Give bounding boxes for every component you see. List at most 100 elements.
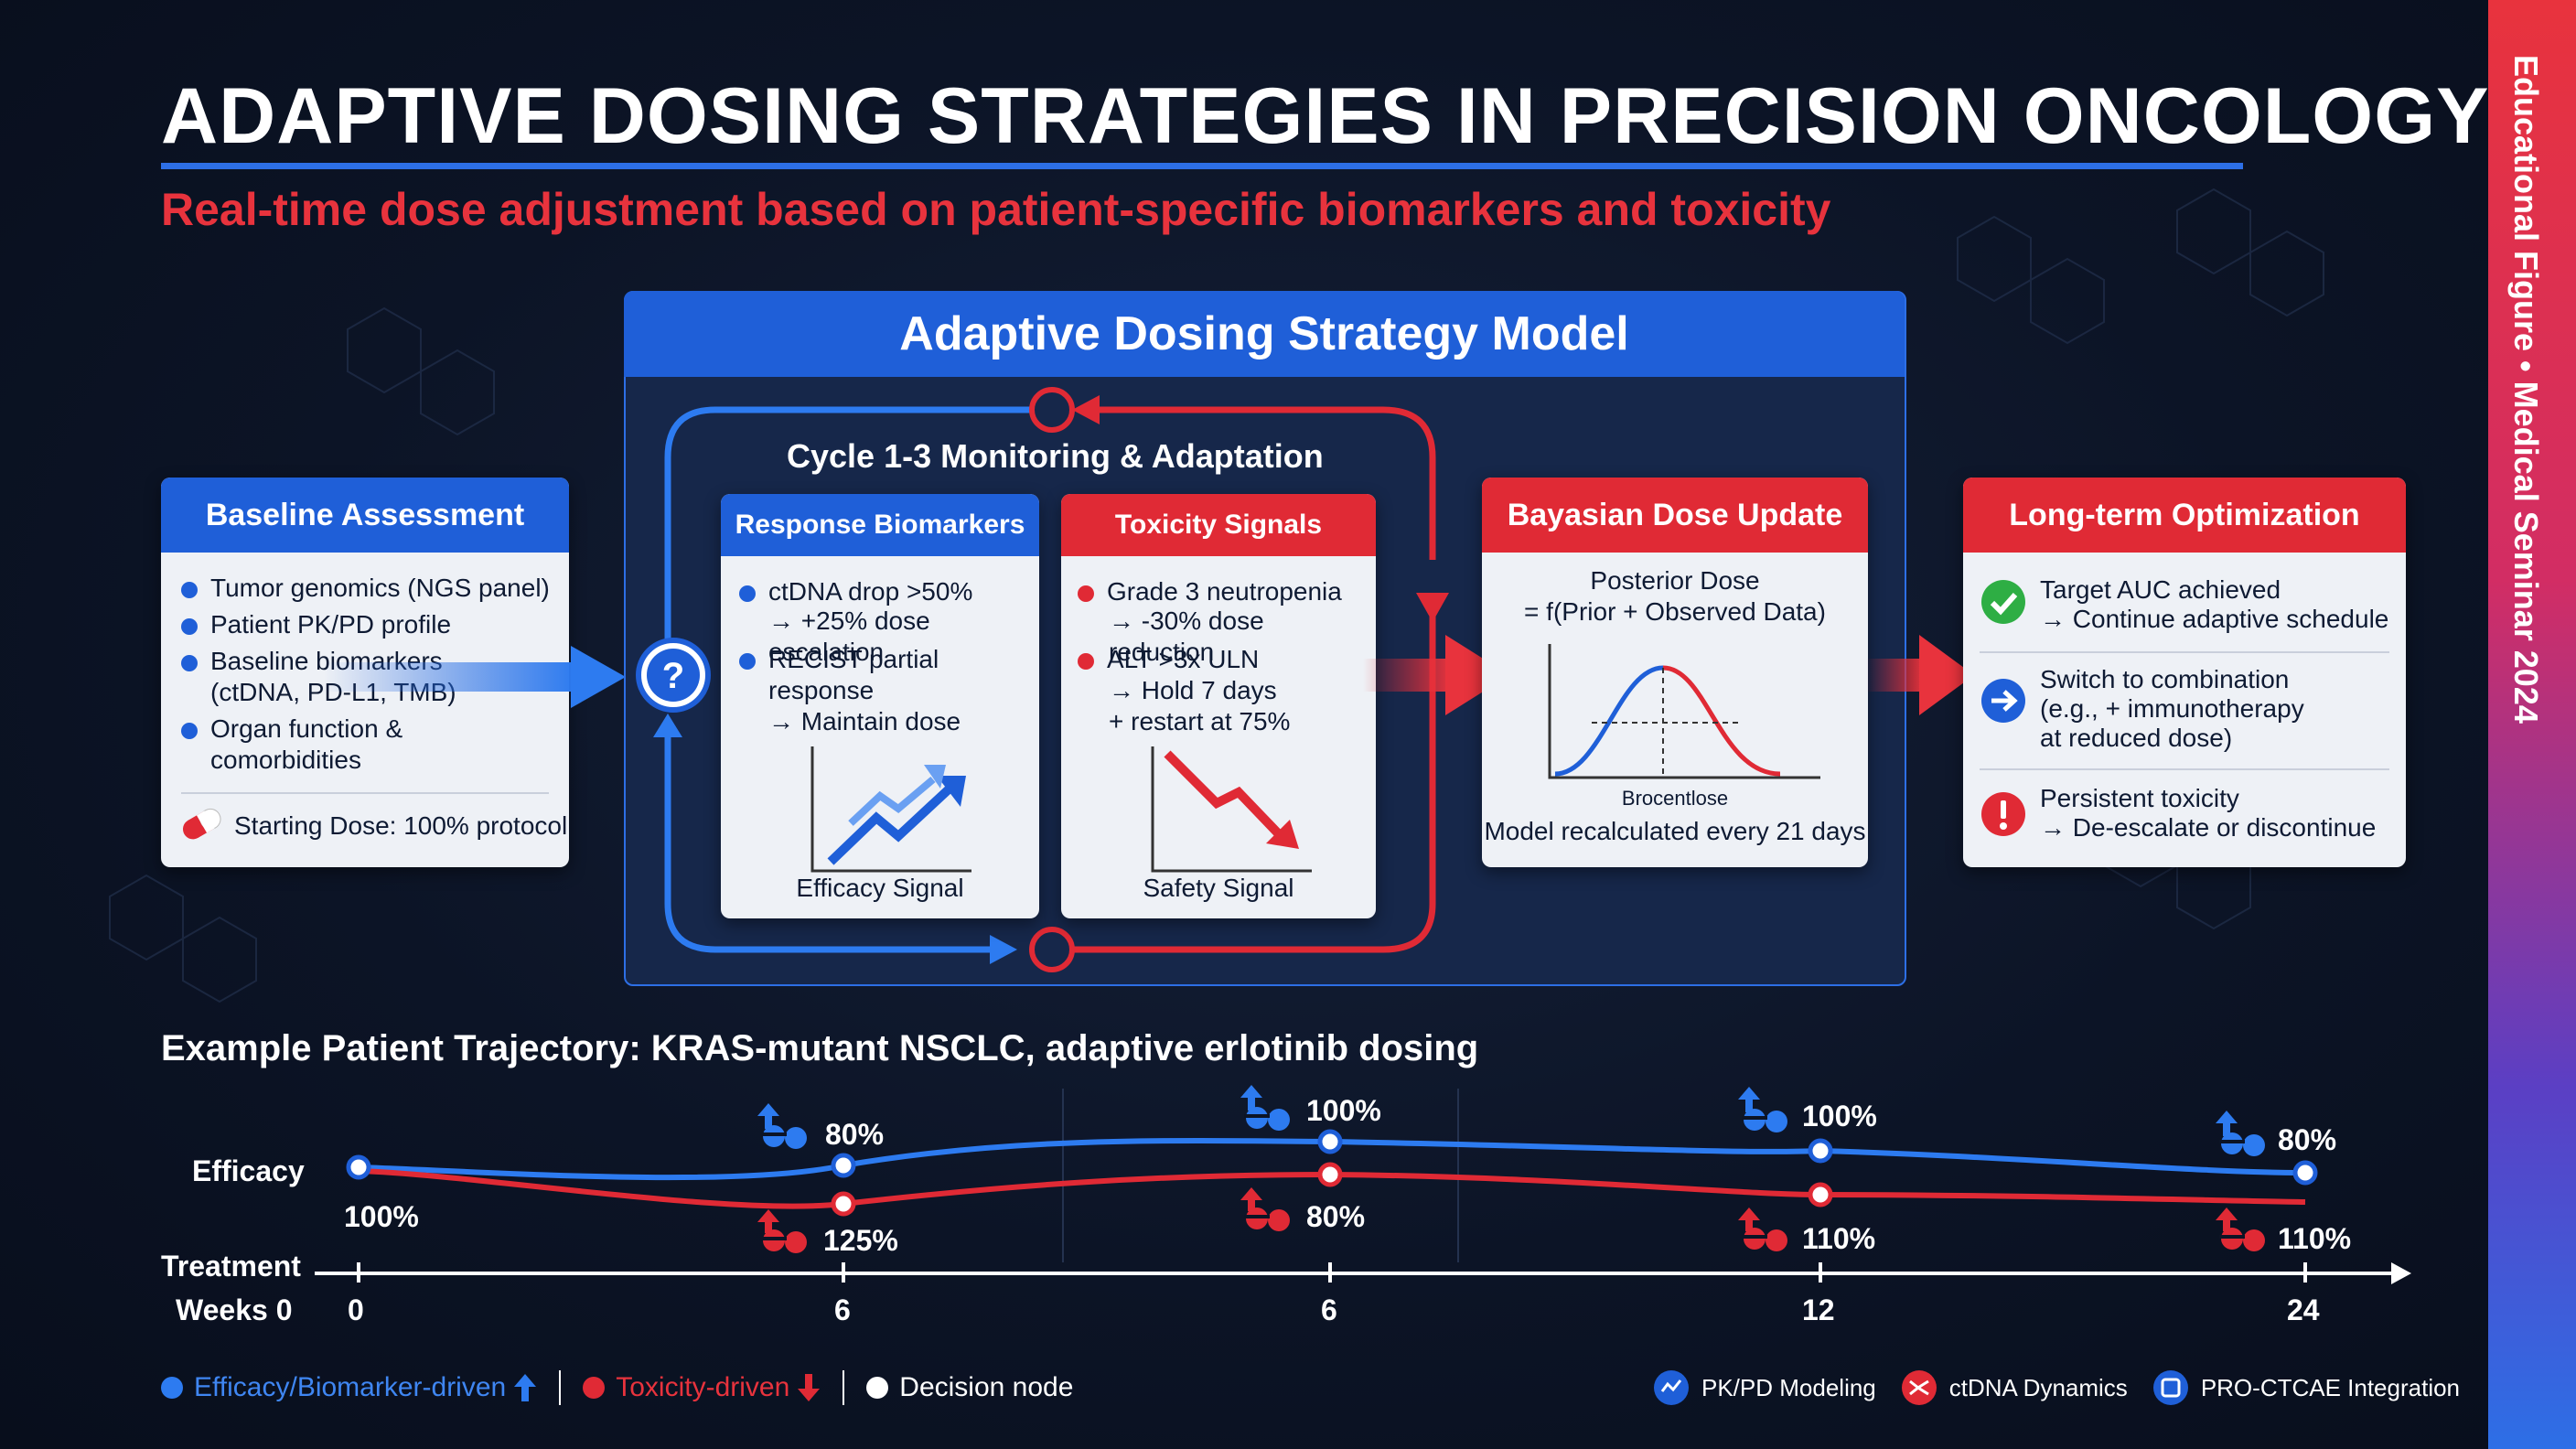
response-line: RECIST partial <box>768 645 939 673</box>
toxicity-card-title: Toxicity Signals <box>1061 494 1376 556</box>
decision-legend-dot <box>866 1377 889 1399</box>
bayes-line: Posterior Dose <box>1590 566 1760 595</box>
bullet-icon <box>1078 652 1094 670</box>
flow-arrow <box>1866 635 1974 715</box>
efficacy-legend-dot <box>161 1377 183 1399</box>
response-line: → +25% dose escalation <box>768 606 930 666</box>
toxicity-dose-label: 125% <box>823 1224 898 1257</box>
response-line: → Maintain dose <box>768 707 961 735</box>
longterm-line: Persistent toxicity <box>2040 784 2239 812</box>
bayes-note: Model recalculated every 21 days <box>1484 817 1866 845</box>
ctdna-dynamics-icon <box>1901 1370 1937 1405</box>
week-tick-label: 6 <box>1321 1293 1337 1326</box>
efficacy-dose-label: 100% <box>344 1200 419 1233</box>
toxicity-legend-dot <box>583 1377 606 1399</box>
longterm-line: → Continue adaptive schedule <box>2040 605 2389 633</box>
efficacy-trend-icon <box>810 746 971 873</box>
legend-separator <box>843 1370 845 1405</box>
pro-ctcae-icon <box>2152 1370 2188 1405</box>
question-icon: ? <box>636 638 711 713</box>
toxicity-line: ALT >3x ULN <box>1107 645 1260 673</box>
bayes-card-title: Bayasian Dose Update <box>1482 478 1868 553</box>
trajectory-plot <box>315 1089 2411 1284</box>
toxicity-dose-label: 110% <box>1802 1222 1876 1255</box>
page-subtitle: Real-time dose adjustment based on patie… <box>161 184 1831 235</box>
baseline-item: Patient PK/PD profile <box>210 610 452 639</box>
arrow-down-icon <box>798 1374 821 1401</box>
dose-down-icon <box>2216 1208 2265 1251</box>
baseline-item: comorbidities <box>210 746 361 774</box>
bullet-icon <box>181 617 198 635</box>
response-card: Response Biomarkers ctDNA drop >50% → +2… <box>721 494 1039 918</box>
toxicity-card: Toxicity Signals Grade 3 neutropenia → -… <box>1061 494 1376 918</box>
toxicity-line: + restart at 75% <box>1109 707 1291 735</box>
tool-label: PK/PD Modeling <box>1701 1373 1876 1401</box>
legend: Efficacy/Biomarker-driven Toxicity-drive… <box>161 1370 1073 1405</box>
toxicity-dose-label: 80% <box>1306 1200 1366 1233</box>
dose-up-icon <box>2216 1111 2265 1156</box>
toxicity-dose-label: 110% <box>2278 1222 2352 1255</box>
baseline-card-title: Baseline Assessment <box>161 478 569 553</box>
bullet-icon <box>181 722 198 739</box>
bayes-card: Bayasian Dose Update Posterior Dose = f(… <box>1482 478 1868 867</box>
efficacy-dose-label: 100% <box>1306 1094 1381 1127</box>
page-title: ADAPTIVE DOSING STRATEGIES IN PRECISION … <box>161 72 2490 160</box>
efficacy-dose-label: 80% <box>825 1118 885 1151</box>
bullet-icon <box>1078 585 1094 602</box>
side-band <box>2488 0 2576 1449</box>
longterm-line: at reduced dose) <box>2040 724 2233 752</box>
side-label: Educational Figure • Medical Seminar 202… <box>2507 55 2545 724</box>
longterm-line: (e.g., + immunotherapy <box>2040 694 2304 723</box>
divider <box>1980 651 2389 653</box>
decision-node <box>1029 927 1075 972</box>
alert-icon <box>1981 792 2025 836</box>
tool-label: ctDNA Dynamics <box>1948 1373 2128 1401</box>
response-line: ctDNA drop >50% <box>768 577 973 606</box>
dose-up-icon <box>1738 1087 1787 1132</box>
dose-down-icon <box>1738 1208 1787 1251</box>
longterm-card-title: Long-term Optimization <box>1963 478 2406 553</box>
arrow-right-icon <box>1981 679 2025 723</box>
baseline-item: Tumor genomics (NGS panel) <box>210 574 550 602</box>
weeks-row-label: Weeks 0 <box>176 1293 293 1326</box>
model-title: Adaptive Dosing Strategy Model <box>624 291 1905 377</box>
week-tick-label: 24 <box>2287 1293 2320 1326</box>
bullet-icon <box>739 585 756 602</box>
divider <box>181 792 549 794</box>
longterm-line: Switch to combination <box>2040 665 2290 693</box>
flow-arrow <box>324 646 626 708</box>
dose-up-icon <box>1240 1085 1290 1131</box>
tools-legend: PK/PD Modeling ctDNA Dynamics PRO-CTCAE … <box>1652 1368 2460 1407</box>
efficacy-row-label: Efficacy <box>192 1154 305 1187</box>
title-underline <box>161 163 2243 169</box>
dose-down-icon <box>757 1209 807 1253</box>
legend-decision: Decision node <box>899 1372 1074 1402</box>
toxicity-line: Grade 3 neutropenia <box>1107 577 1342 606</box>
cycle-loop <box>653 387 1449 972</box>
response-line: response <box>768 676 875 704</box>
divider <box>1980 768 2389 770</box>
longterm-card: Long-term Optimization Target AUC achiev… <box>1963 478 2406 867</box>
legend-efficacy: Efficacy/Biomarker-driven <box>194 1372 507 1402</box>
week-tick-label: 0 <box>348 1293 364 1326</box>
longterm-line: → De-escalate or discontinue <box>2040 813 2377 842</box>
week-tick-label: 12 <box>1802 1293 1835 1326</box>
posterior-distribution-curve <box>1548 644 1820 779</box>
week-tick-label: 6 <box>834 1293 851 1326</box>
efficacy-dose-label: 100% <box>1802 1100 1877 1132</box>
toxicity-line: → -30% dose reduction <box>1109 606 1264 666</box>
svg-text:?: ? <box>662 656 684 696</box>
dose-down-icon <box>1240 1187 1290 1231</box>
bullet-icon <box>181 581 198 598</box>
bayes-line: = f(Prior + Observed Data) <box>1524 597 1826 626</box>
arrow-up-icon <box>514 1374 537 1401</box>
legend-toxicity: Toxicity-driven <box>616 1372 790 1402</box>
pkpd-modeling-icon <box>1654 1370 1689 1405</box>
flow-arrow <box>1363 635 1509 715</box>
safety-signal-label: Safety Signal <box>1143 874 1294 902</box>
starting-dose: Starting Dose: 100% protocol <box>234 811 568 840</box>
efficacy-signal-label: Efficacy Signal <box>796 874 964 902</box>
efficacy-dose-label: 80% <box>2278 1123 2337 1156</box>
trajectory-title: Example Patient Trajectory: KRAS-mutant … <box>161 1028 1479 1068</box>
bullet-icon <box>739 652 756 670</box>
